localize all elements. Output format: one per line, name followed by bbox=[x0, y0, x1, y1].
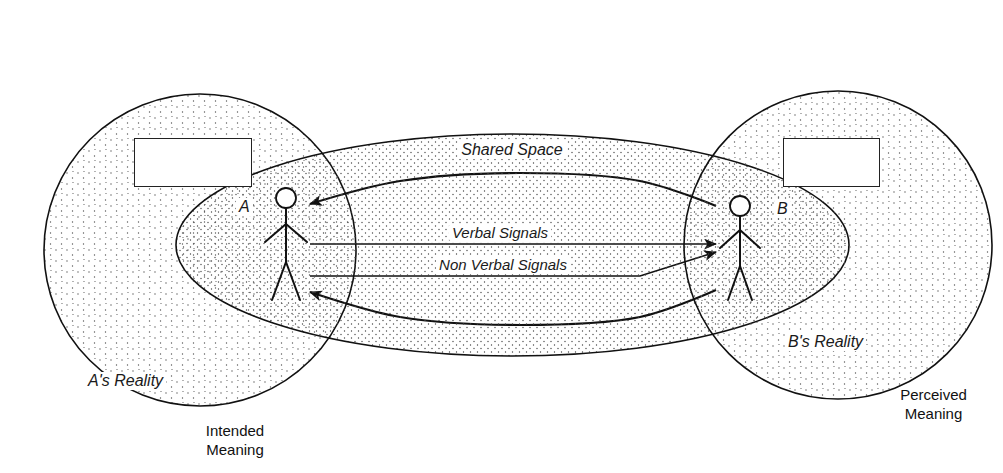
box-label: Perceived Meaning bbox=[886, 382, 981, 428]
person-figure: A bbox=[262, 186, 310, 302]
box-label: Intended Meaning bbox=[177, 418, 293, 464]
figure-head bbox=[276, 188, 296, 208]
handwritten-label: B's Reality bbox=[785, 333, 866, 351]
handwritten-label: A bbox=[236, 198, 253, 216]
reality-circle: B's Reality Perceived Meaning bbox=[683, 90, 993, 400]
figure-limb bbox=[286, 224, 307, 242]
figure-limb bbox=[285, 208, 287, 262]
figure-outline bbox=[262, 186, 310, 302]
figure-outline bbox=[716, 194, 764, 302]
edge-label: Non Verbal Signals bbox=[436, 256, 570, 273]
meaning-box: Intended Meaning bbox=[134, 138, 252, 187]
figure-limb bbox=[740, 266, 752, 300]
figure-limb bbox=[286, 262, 300, 300]
figure-limb bbox=[728, 266, 740, 300]
figure-limb bbox=[720, 230, 740, 248]
person-figure: B bbox=[716, 194, 764, 302]
handwritten-label: A's Reality bbox=[85, 372, 166, 390]
figure-limb bbox=[265, 224, 286, 242]
meaning-box: Perceived Meaning bbox=[783, 138, 880, 187]
handwritten-label: Shared Space bbox=[458, 141, 565, 159]
figure-head bbox=[730, 196, 750, 216]
figure-limb bbox=[740, 230, 760, 248]
handwritten-label: B bbox=[774, 200, 791, 218]
figure-limb bbox=[272, 262, 286, 300]
circle-outline bbox=[683, 90, 993, 400]
figure-limb bbox=[739, 216, 741, 266]
edge-label: Verbal Signals bbox=[449, 224, 551, 241]
reality-outline bbox=[684, 91, 992, 399]
